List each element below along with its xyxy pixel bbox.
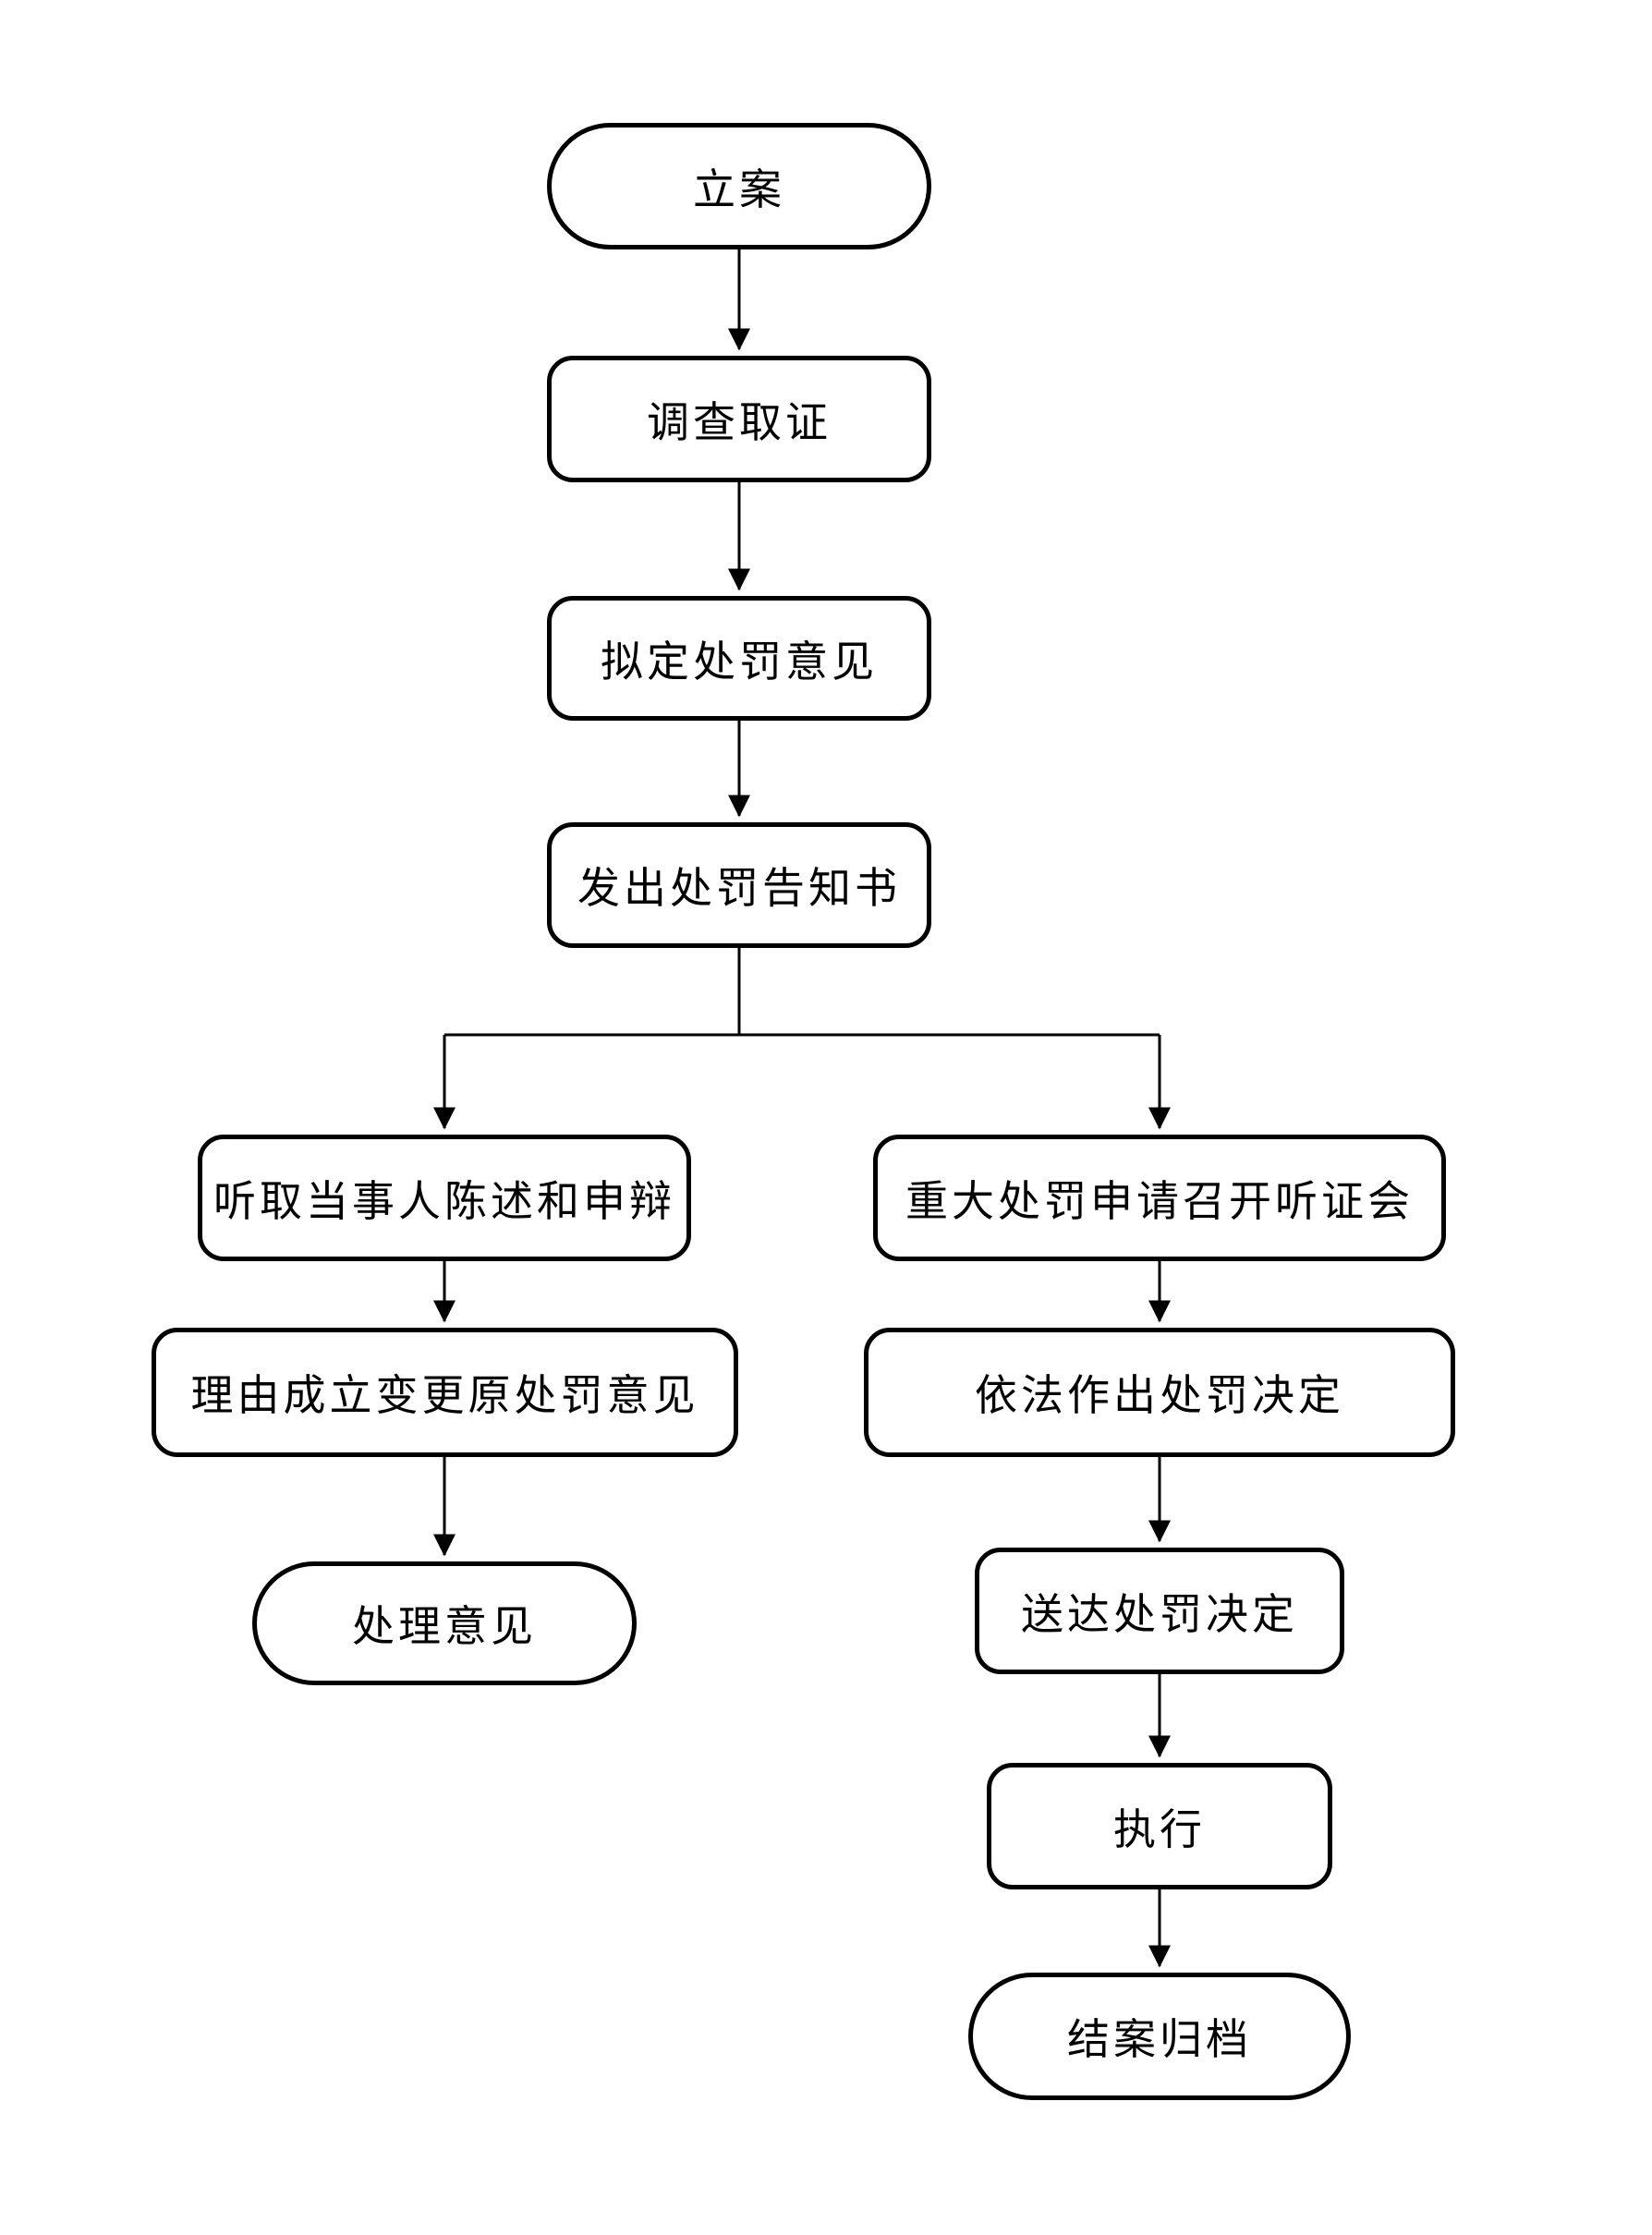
node-draft-penalty-opinion: 拟定处罚意见	[547, 596, 931, 721]
node-deliver-penalty-decision: 送达处罚决定	[975, 1548, 1344, 1674]
node-case-closing-archive: 结案归档	[968, 1973, 1351, 2100]
node-execution: 执行	[987, 1763, 1332, 1889]
node-handling-opinion: 处理意见	[252, 1561, 637, 1685]
node-case-filing: 立案	[547, 123, 931, 249]
node-issue-penalty-notice: 发出处罚告知书	[547, 822, 931, 948]
node-hear-statement-defense: 听取当事人陈述和申辩	[198, 1135, 691, 1261]
node-investigation-evidence: 调查取证	[547, 356, 931, 482]
node-revise-original-opinion: 理由成立变更原处罚意见	[152, 1328, 738, 1457]
node-make-penalty-decision: 依法作出处罚决定	[864, 1328, 1455, 1457]
node-major-penalty-hearing: 重大处罚申请召开听证会	[873, 1135, 1446, 1261]
